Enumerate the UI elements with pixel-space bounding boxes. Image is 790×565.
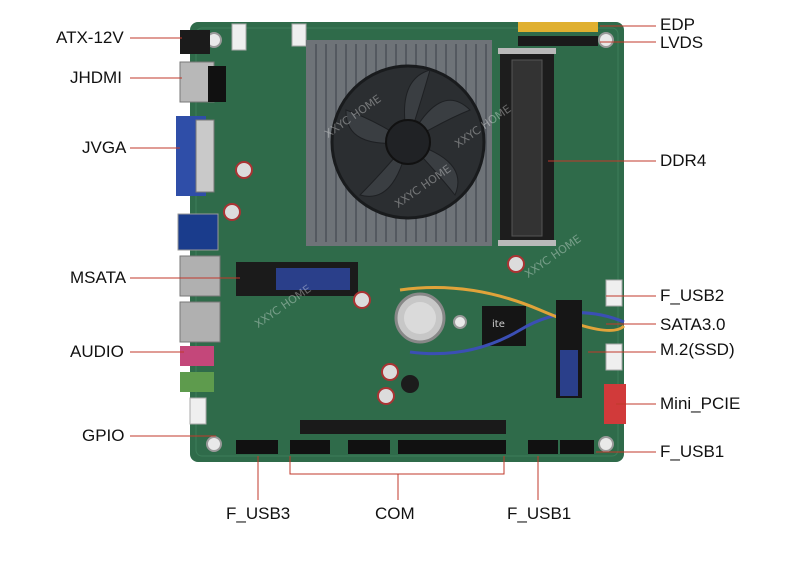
ddr4-latch-top (498, 48, 556, 54)
mount-hole-br (598, 436, 614, 452)
usb3-port (177, 213, 219, 251)
top-white-header-2 (291, 23, 307, 47)
sata-white-header (605, 279, 623, 307)
label-mini-pcie: Mini_PCIE (660, 394, 741, 413)
com-header-1 (290, 440, 330, 454)
hdmi-header (208, 66, 226, 102)
leader-lines (130, 25, 656, 500)
label-sata3: SATA3.0 (660, 315, 726, 334)
label-audio: AUDIO (70, 342, 124, 361)
gpio-white-connector (189, 397, 207, 425)
lvds-connector (518, 36, 598, 46)
lan-port-1 (179, 255, 221, 297)
label-ddr4: DDR4 (660, 151, 707, 170)
label-atx-12v: ATX-12V (56, 28, 124, 47)
f-usb1-header-right (560, 440, 594, 454)
audio-jack-green (180, 372, 214, 392)
msata-slot-inner (276, 268, 350, 290)
sata-cable-2 (399, 286, 626, 332)
capacitors (223, 161, 525, 405)
label-msata: MSATA (70, 268, 127, 287)
com-header-2 (348, 440, 390, 454)
cmos-battery-inner (404, 302, 436, 334)
mount-hole-bl (206, 436, 222, 452)
label-f-usb2: F_USB2 (660, 286, 725, 305)
mount-hole-tr (598, 32, 614, 48)
mini-pcie-power-connector (604, 384, 626, 424)
m2-white-header (605, 343, 623, 371)
edp-connector (518, 22, 598, 32)
label-com: COM (375, 504, 415, 523)
ite-chip-mark: ite (492, 319, 505, 330)
label-jvga: JVGA (82, 138, 127, 157)
vga-port-shell (195, 119, 215, 193)
mount-hole-mid (453, 315, 467, 329)
label-m2-ssd: M.2(SSD) (660, 340, 735, 359)
sata-cable (409, 311, 625, 356)
audio-jack-pink (180, 346, 214, 366)
label-lvds: LVDS (660, 33, 704, 52)
com-header-3 (398, 440, 506, 454)
pcie-long-slot (300, 420, 506, 434)
ddr4-slot-inner (511, 59, 543, 237)
label-f-usb3: F_USB3 (226, 504, 291, 523)
m2-card (560, 350, 578, 396)
label-f-usb1-right: F_USB1 (660, 442, 725, 461)
f-usb3-header (236, 440, 278, 454)
atx-12v-connector (180, 30, 210, 54)
ddr4-latch-bottom (498, 240, 556, 246)
fan-hub (385, 119, 431, 165)
top-white-header-1 (231, 23, 247, 51)
f-usb1-header-bottom (528, 440, 558, 454)
label-f-usb1-bottom: F_USB1 (507, 504, 572, 523)
label-gpio: GPIO (82, 426, 125, 445)
label-edp: EDP (660, 15, 695, 34)
lan-port-2 (179, 301, 221, 343)
label-jhdmi: JHDMI (70, 68, 122, 87)
